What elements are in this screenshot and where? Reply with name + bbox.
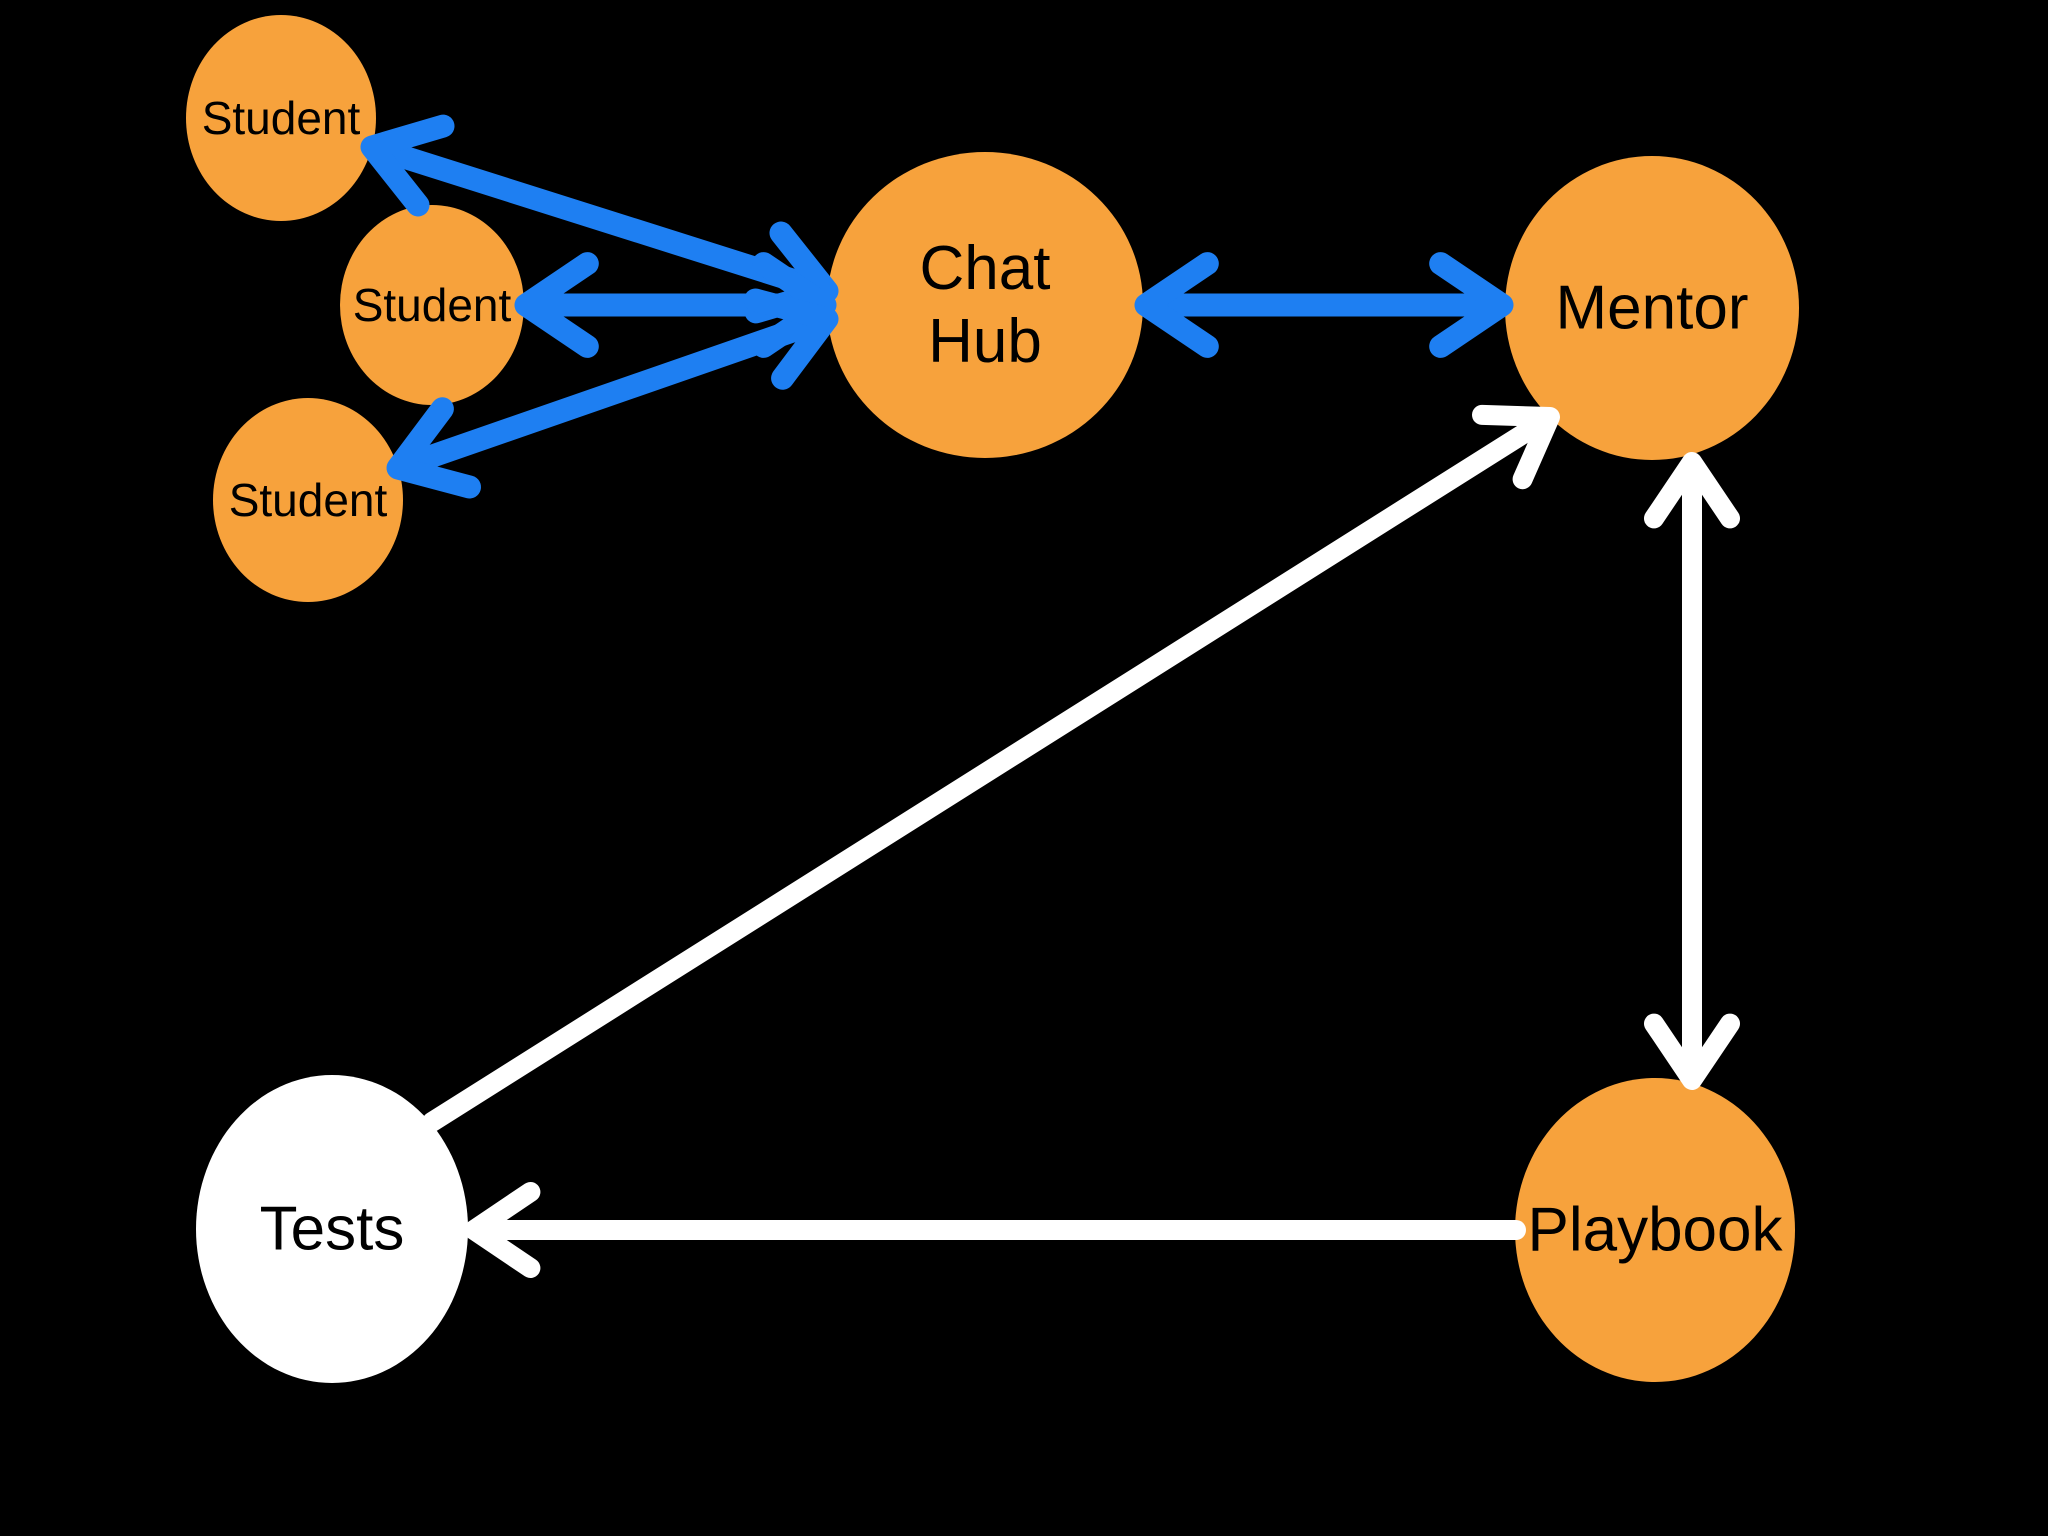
- playbook-shape: [1515, 1078, 1795, 1382]
- mentor-playbook-arrowhead-start: [1644, 452, 1740, 529]
- node-student-3: Student: [213, 398, 403, 602]
- node-playbook: Playbook: [1515, 1078, 1795, 1382]
- student-2-label: Student: [353, 279, 512, 331]
- chat-hub-shape: [827, 152, 1143, 458]
- node-student-1: Student: [186, 15, 376, 221]
- edge-chathub-mentor: [1134, 252, 1514, 358]
- student1-chathub-arrowhead-start: [360, 114, 455, 217]
- edge-student3-chathub: [386, 288, 839, 499]
- edge-tests-mentor: [422, 404, 1560, 1132]
- student1-chathub-shaft: [367, 137, 832, 301]
- tests-mentor-shaft: [422, 410, 1555, 1132]
- chat-hub-label-line: Hub: [928, 307, 1042, 376]
- tests-label: Tests: [260, 1195, 405, 1264]
- student3-chathub-arrowhead-end: [744, 288, 839, 390]
- node-tests: Tests: [196, 1075, 468, 1383]
- chat-hub-label-line: Chat: [920, 234, 1051, 303]
- node-mentor: Mentor: [1505, 156, 1799, 460]
- playbook-label: Playbook: [1527, 1196, 1783, 1265]
- playbook-tests-arrowhead-end: [464, 1182, 541, 1278]
- student3-chathub-arrowhead-start: [386, 397, 481, 499]
- playbook-label-line: Playbook: [1527, 1196, 1783, 1265]
- student-3-shape: [213, 398, 403, 602]
- tests-mentor-arrowhead-end: [1472, 404, 1560, 490]
- tests-label-line: Tests: [260, 1195, 405, 1264]
- edge-playbook-tests: [464, 1182, 1526, 1278]
- student-1-shape: [186, 15, 376, 221]
- student-2-shape: [340, 205, 524, 405]
- mentor-label: Mentor: [1556, 274, 1749, 343]
- student-2-label-line: Student: [353, 279, 512, 331]
- chathub-mentor-arrowhead-start: [1134, 252, 1219, 358]
- node-student-2: Student: [340, 205, 524, 405]
- mentor-playbook-arrowhead-end: [1644, 1013, 1740, 1090]
- mentor-label-line: Mentor: [1556, 274, 1749, 343]
- tests-shape: [196, 1075, 468, 1383]
- student-1-label: Student: [202, 92, 361, 144]
- student2-chathub-arrowhead-start: [514, 252, 599, 358]
- student3-chathub-shaft: [393, 309, 832, 478]
- student-3-label: Student: [229, 474, 388, 526]
- student-1-label-line: Student: [202, 92, 361, 144]
- edge-mentor-playbook: [1644, 452, 1740, 1090]
- mentor-shape: [1505, 156, 1799, 460]
- student-3-label-line: Student: [229, 474, 388, 526]
- chathub-mentor-arrowhead-end: [1429, 252, 1514, 358]
